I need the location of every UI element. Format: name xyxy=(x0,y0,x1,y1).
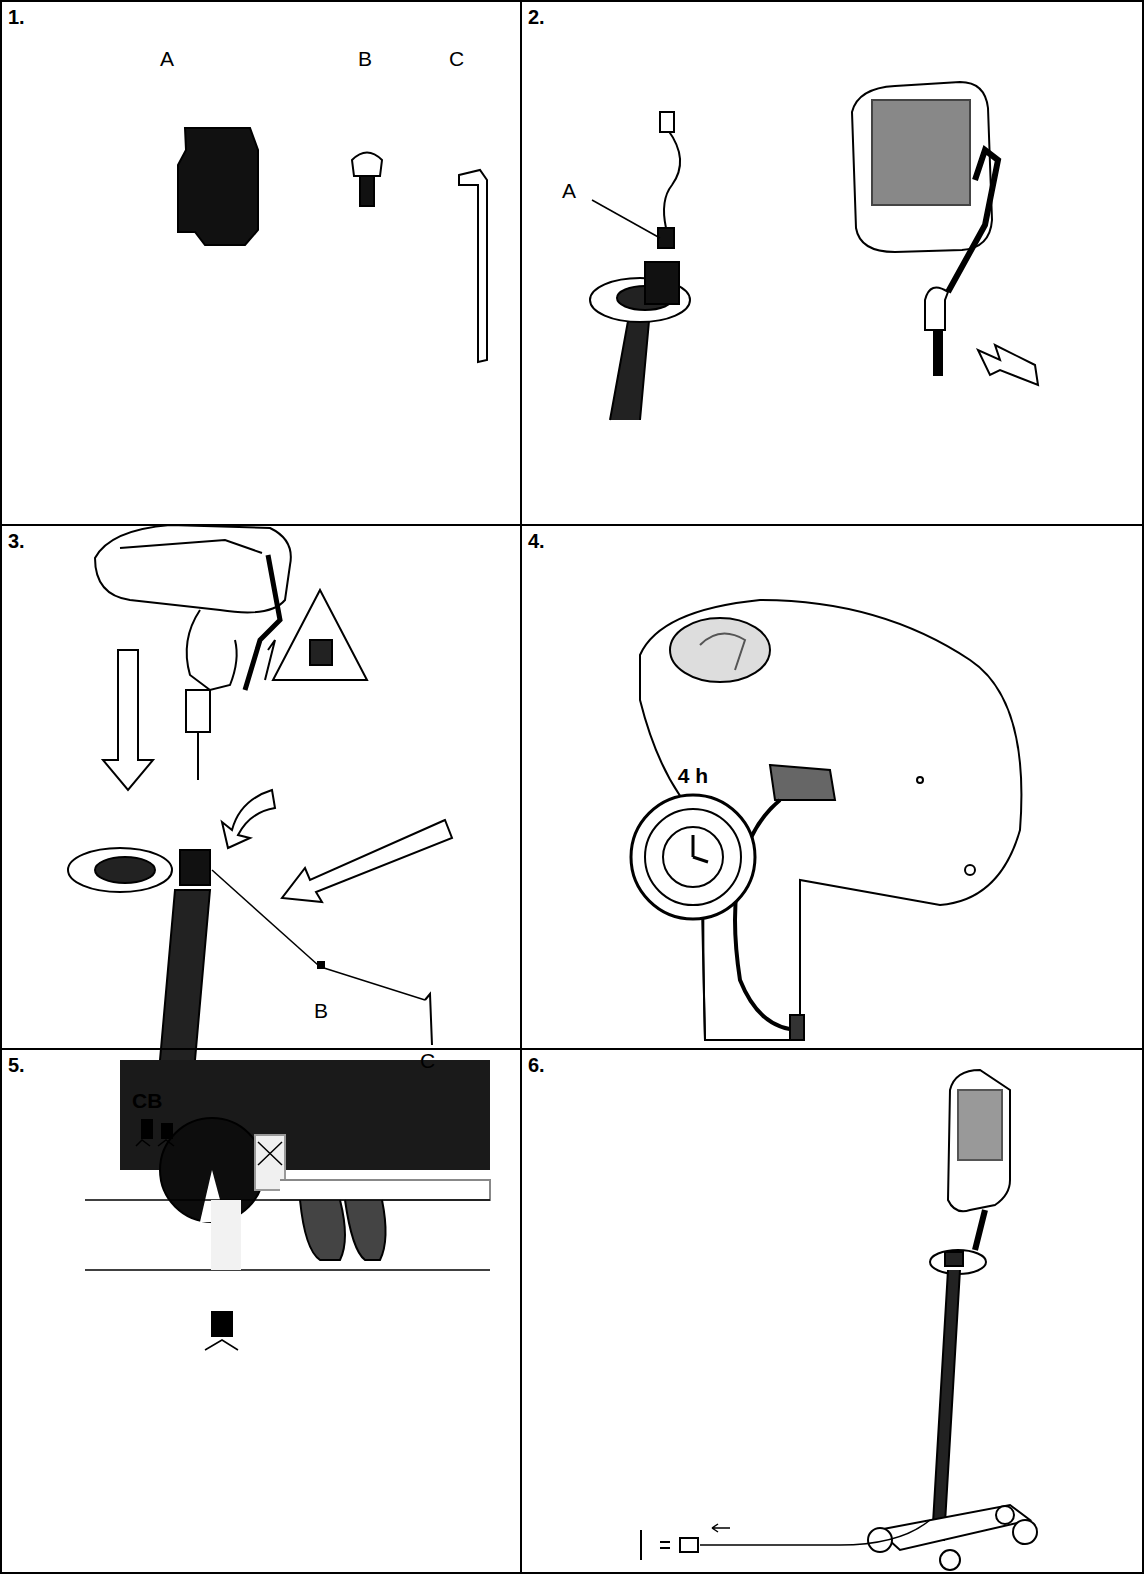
step-number: 2. xyxy=(528,6,545,29)
part-label: CB xyxy=(132,1090,162,1111)
part-label: B xyxy=(314,1000,328,1021)
step-number: 3. xyxy=(8,530,25,553)
part-label: 4 h xyxy=(678,765,708,786)
step-number: 5. xyxy=(8,1054,25,1077)
step-panel: 5. xyxy=(0,1048,522,1574)
step-panel: 2. xyxy=(520,0,1144,526)
part-label: B xyxy=(358,48,372,69)
step-panel: 1. xyxy=(0,0,522,526)
step-number: 1. xyxy=(8,6,25,29)
part-label: A xyxy=(160,48,174,69)
part-label: A xyxy=(562,180,576,201)
step-panel: 3. xyxy=(0,524,522,1050)
part-label: C xyxy=(449,48,464,69)
step-panel: 4. xyxy=(520,524,1144,1050)
step-number: 6. xyxy=(528,1054,545,1077)
part-label: C xyxy=(420,1050,435,1071)
step-panel: 6. xyxy=(520,1048,1144,1574)
step-number: 4. xyxy=(528,530,545,553)
